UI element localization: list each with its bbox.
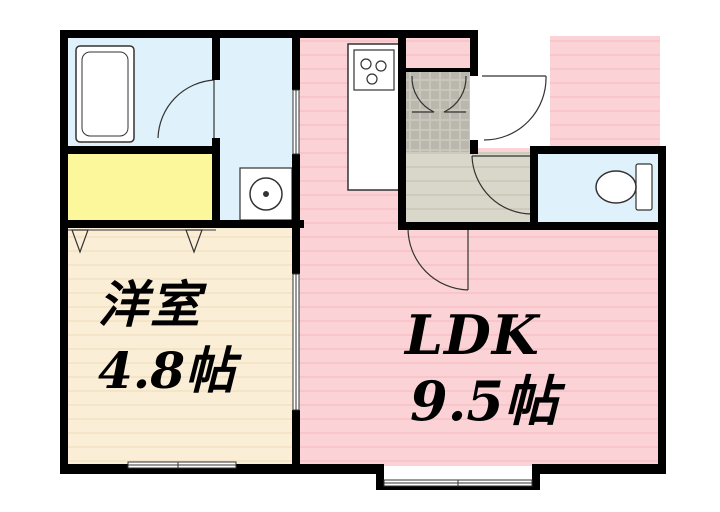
washroom-sliding-door[interactable] [292, 89, 300, 155]
ldk-bay-window [383, 479, 533, 487]
washbasin-icon [249, 177, 283, 211]
walls [60, 30, 666, 490]
toilet-door[interactable] [471, 155, 534, 215]
bathtub-inner [81, 51, 129, 137]
ldk-room-size: 9.5帖 [410, 369, 558, 433]
western-room-window [127, 461, 237, 469]
stove-burner-icon [360, 58, 372, 70]
western-room-size: 4.8帖 [98, 341, 235, 400]
toilet-icon [595, 170, 637, 204]
bathroom-door[interactable] [157, 79, 215, 140]
ldk-room-name: LDK [405, 303, 540, 367]
closet-floor [66, 152, 216, 226]
stove-burner-icon [366, 73, 378, 85]
toilet-tank [635, 163, 653, 211]
ldk-door[interactable] [407, 227, 469, 291]
stove-burner-icon [375, 60, 387, 72]
entrance-storage-door[interactable] [411, 75, 467, 113]
entry-door[interactable] [482, 75, 547, 141]
western-room-name: 洋室 [98, 275, 202, 334]
entry-porch [470, 36, 550, 148]
western-room-floor [66, 226, 298, 466]
sliding-partition[interactable] [292, 273, 300, 411]
entrance-floor [400, 152, 534, 226]
washbasin-drain-icon [263, 191, 269, 197]
